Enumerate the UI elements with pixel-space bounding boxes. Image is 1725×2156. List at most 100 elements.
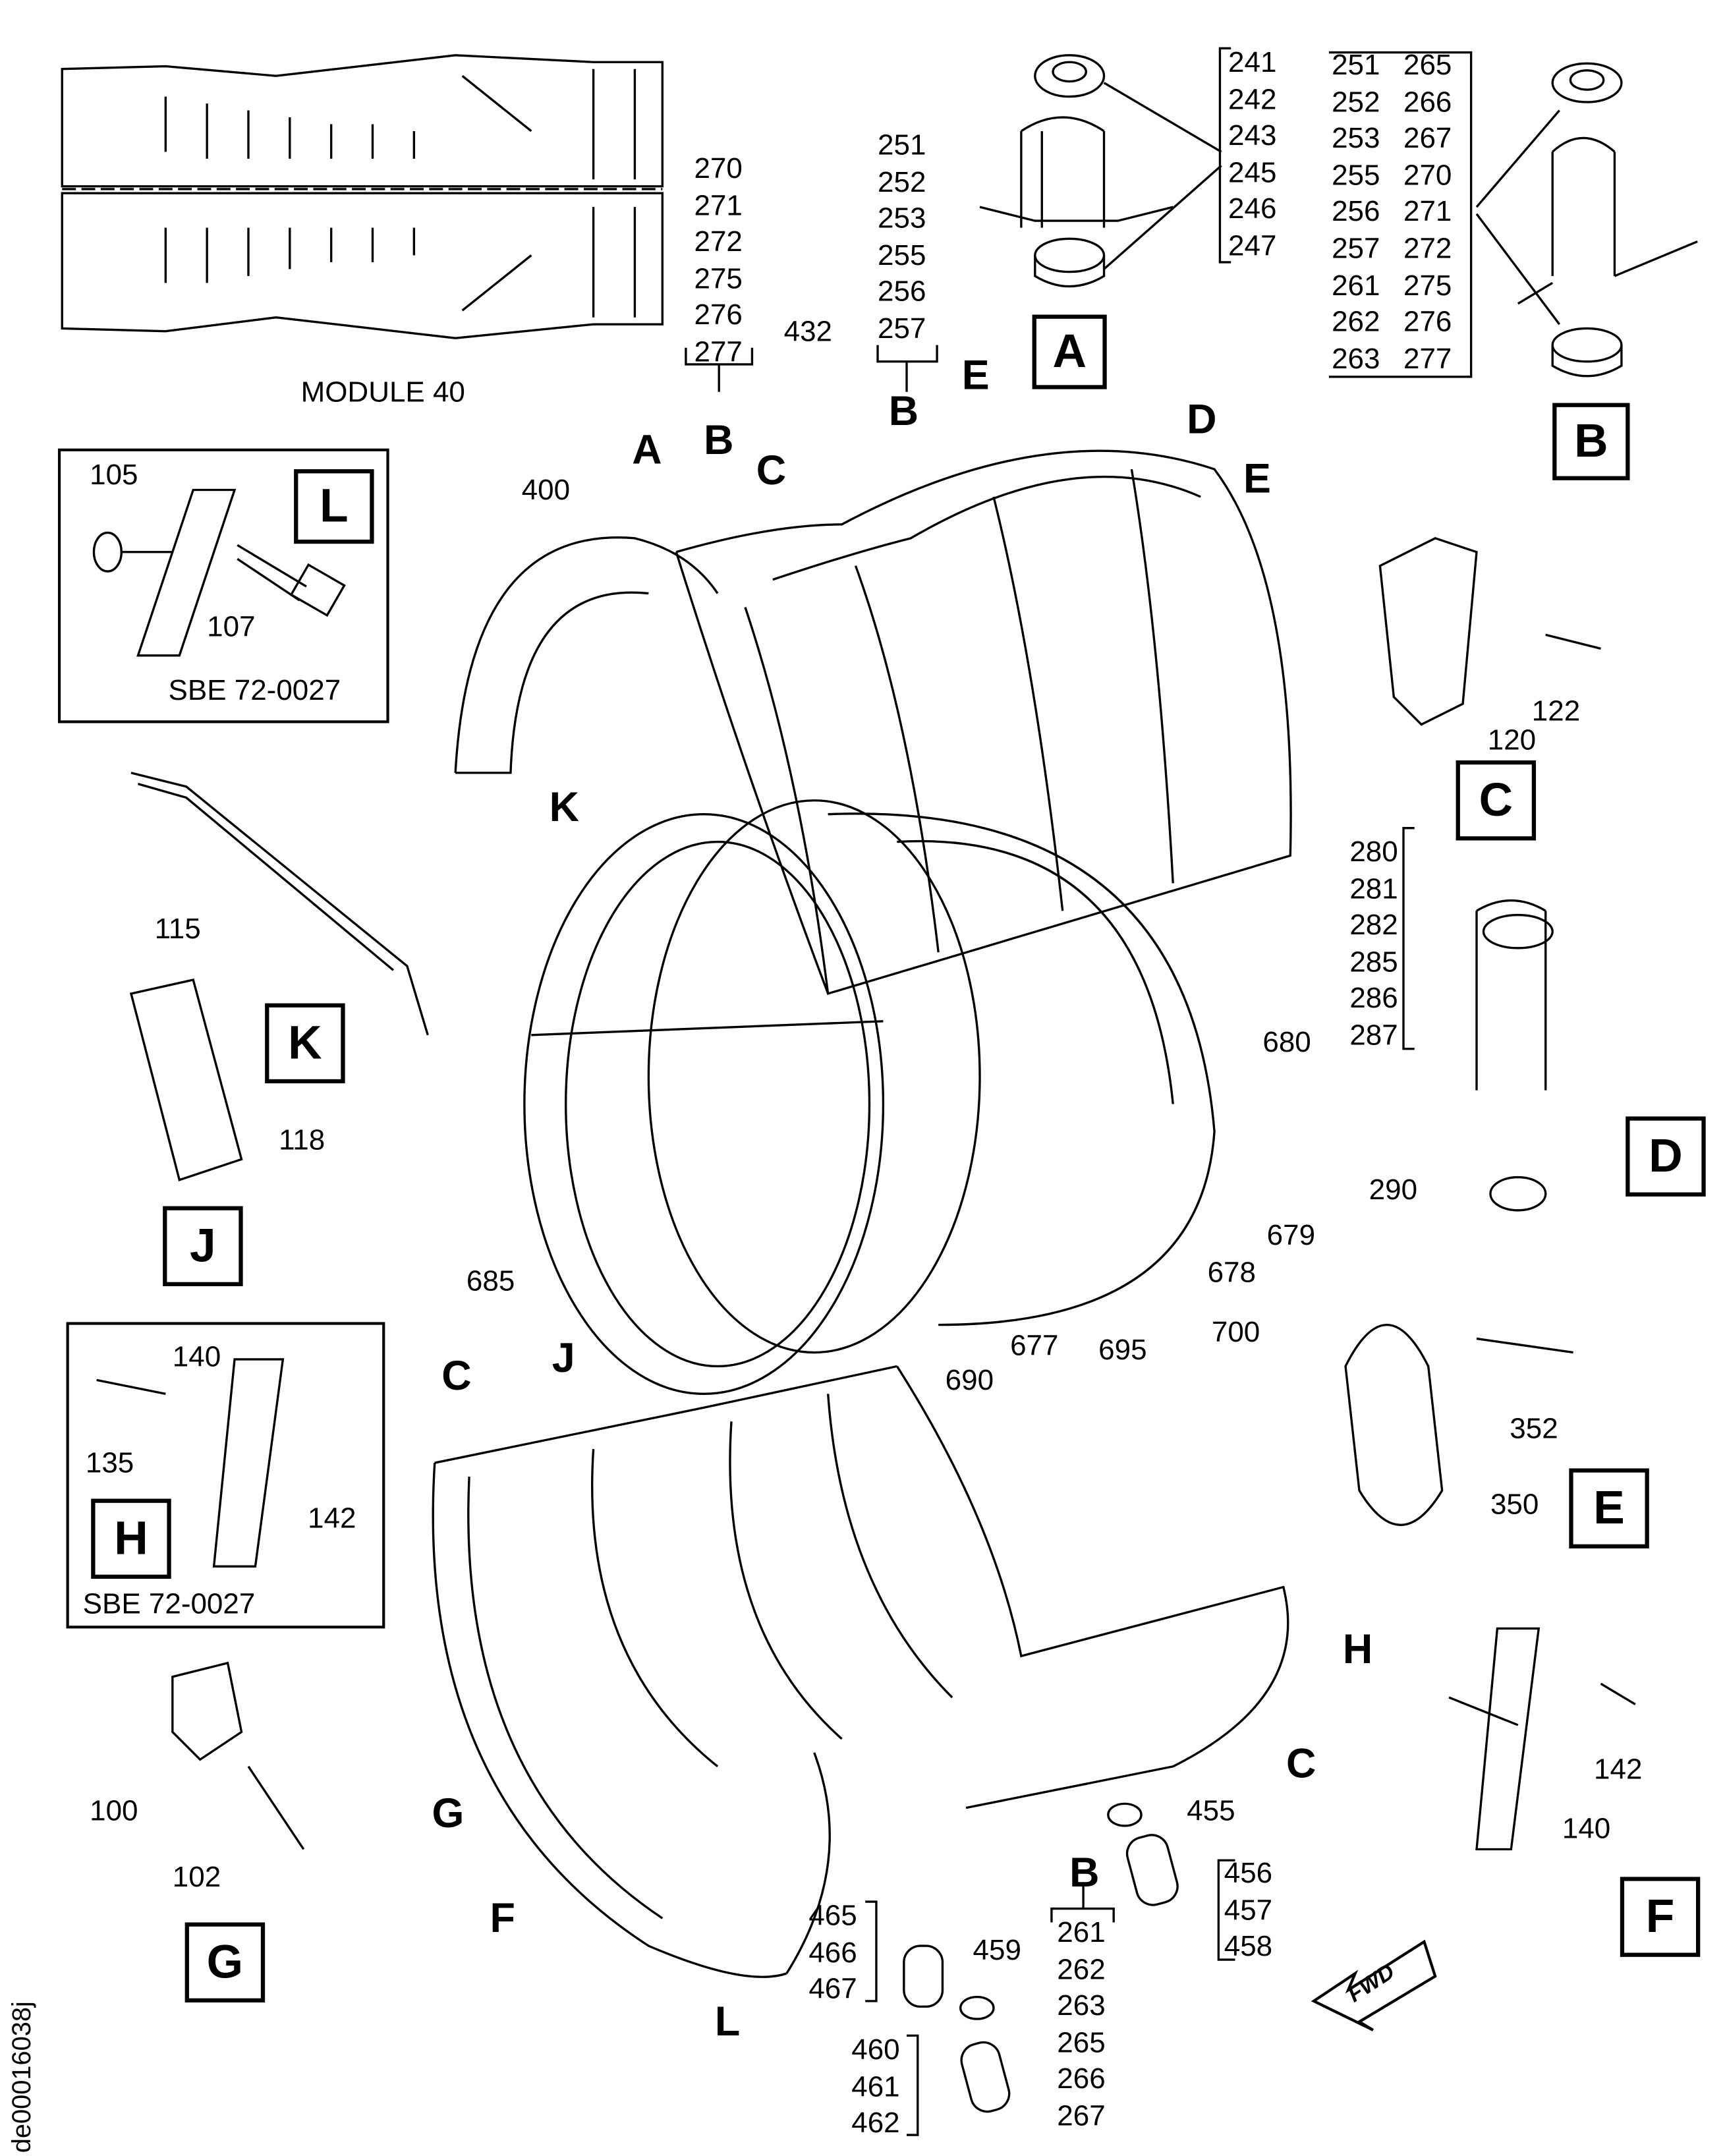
part-number: 272 bbox=[1403, 233, 1452, 266]
location-letter-e: E bbox=[1243, 457, 1271, 503]
part-number: 246 bbox=[1228, 194, 1277, 226]
part-number: 247 bbox=[1228, 230, 1277, 262]
location-letter-j: J bbox=[551, 1336, 575, 1382]
view-box-c: C bbox=[1456, 760, 1537, 841]
callout-679: 679 bbox=[1266, 1220, 1316, 1252]
part-number: 275 bbox=[1403, 270, 1452, 302]
part-number: 276 bbox=[1403, 306, 1452, 339]
callout-352: 352 bbox=[1510, 1413, 1558, 1445]
part-number: 456 bbox=[1224, 1858, 1273, 1890]
part-number: 272 bbox=[694, 226, 743, 259]
part-number: 270 bbox=[694, 153, 743, 185]
part-number: 263 bbox=[1057, 1990, 1106, 2022]
location-letter-h: H bbox=[1342, 1627, 1373, 1673]
callout-459: 459 bbox=[973, 1935, 1021, 1967]
inset-view-l bbox=[57, 448, 389, 723]
location-letter-e: E bbox=[961, 353, 990, 399]
part-number: 255 bbox=[1332, 159, 1380, 192]
callout-700: 700 bbox=[1211, 1317, 1260, 1349]
part-number: 252 bbox=[878, 166, 926, 198]
callout-118: 118 bbox=[279, 1124, 325, 1157]
part-number: 251 bbox=[1332, 49, 1380, 82]
view-box-g: G bbox=[184, 1922, 266, 2002]
callout-290: 290 bbox=[1369, 1174, 1418, 1206]
callout-350: 350 bbox=[1490, 1489, 1539, 1521]
callout-100: 100 bbox=[90, 1795, 138, 1827]
bracket-115-drawing bbox=[130, 772, 429, 1036]
part-number: 280 bbox=[1349, 836, 1398, 868]
callout-122: 122 bbox=[1531, 695, 1581, 727]
part-number: 266 bbox=[1403, 86, 1452, 119]
part-number: 242 bbox=[1228, 83, 1277, 116]
inner-liner-rings-drawing bbox=[523, 799, 1216, 1396]
part-number: 267 bbox=[1057, 2100, 1106, 2132]
location-letter-g: G bbox=[432, 1791, 465, 1837]
view-box-l: L bbox=[294, 469, 374, 544]
view-box-d: D bbox=[1626, 1116, 1706, 1197]
callout-678: 678 bbox=[1207, 1257, 1257, 1290]
callout-120: 120 bbox=[1487, 724, 1537, 756]
part-number: 277 bbox=[694, 336, 743, 369]
part-number: 253 bbox=[878, 203, 926, 235]
part-number: 263 bbox=[1332, 343, 1380, 376]
location-letter-c: C bbox=[1286, 1742, 1316, 1788]
part-number: 267 bbox=[1403, 123, 1452, 155]
part-number: 458 bbox=[1224, 1931, 1273, 1963]
view-box-k: K bbox=[265, 1003, 345, 1084]
part-number: 457 bbox=[1224, 1894, 1273, 1926]
location-letter-c: C bbox=[756, 448, 787, 494]
view-box-b: B bbox=[1552, 403, 1630, 480]
callout-105: 105 bbox=[90, 459, 138, 492]
part-number: 265 bbox=[1057, 2027, 1106, 2059]
location-letter-k: K bbox=[549, 785, 579, 831]
part-number: 245 bbox=[1228, 157, 1277, 189]
part-number: 461 bbox=[851, 2070, 900, 2103]
part-number: 286 bbox=[1349, 982, 1398, 1015]
part-number: 270 bbox=[1403, 159, 1452, 192]
location-letter-b: B bbox=[704, 418, 734, 464]
part-number: 276 bbox=[694, 300, 743, 332]
part-number: 261 bbox=[1332, 270, 1380, 302]
callout-142: 142 bbox=[308, 1502, 356, 1535]
location-letter-c: C bbox=[441, 1353, 472, 1400]
part-number: 262 bbox=[1332, 306, 1380, 339]
sbe-note-l: SBE 72-0027 bbox=[168, 675, 341, 707]
sbe-note-h: SBE 72-0027 bbox=[82, 1588, 256, 1620]
callout-432: 432 bbox=[783, 316, 833, 348]
part-number: 251 bbox=[878, 129, 926, 162]
part-number: 265 bbox=[1403, 49, 1452, 82]
part-number: 241 bbox=[1228, 47, 1277, 79]
part-number: 465 bbox=[808, 1900, 857, 1933]
callout-102: 102 bbox=[172, 1861, 221, 1894]
part-number: 282 bbox=[1349, 909, 1398, 942]
callout-115: 115 bbox=[154, 913, 201, 946]
callout-680: 680 bbox=[1262, 1027, 1311, 1059]
callout-685: 685 bbox=[466, 1265, 515, 1297]
callout-107: 107 bbox=[207, 611, 256, 643]
part-number: 257 bbox=[878, 313, 926, 345]
part-number: 257 bbox=[1332, 233, 1380, 266]
part-number: 256 bbox=[1332, 196, 1380, 229]
location-letter-l: L bbox=[714, 1999, 741, 2045]
part-number: 252 bbox=[1332, 86, 1380, 119]
part-number: 266 bbox=[1057, 2063, 1106, 2096]
location-letter-b: B bbox=[1069, 1850, 1100, 1896]
callout-list-456: 456 457 458 bbox=[1224, 1856, 1272, 1966]
module-40-label: MODULE 40 bbox=[300, 376, 465, 409]
part-number: 261 bbox=[1057, 1917, 1106, 1949]
inset-view-h bbox=[66, 1322, 385, 1629]
location-letter-b: B bbox=[888, 389, 919, 435]
part-number: 243 bbox=[1228, 120, 1277, 152]
part-number: 467 bbox=[808, 1973, 857, 2006]
part-number: 287 bbox=[1349, 1019, 1398, 1052]
part-number: 275 bbox=[694, 263, 743, 295]
location-letter-f: F bbox=[490, 1896, 515, 1942]
module-40-section-drawing bbox=[61, 54, 664, 339]
part-number: 271 bbox=[1403, 196, 1452, 229]
